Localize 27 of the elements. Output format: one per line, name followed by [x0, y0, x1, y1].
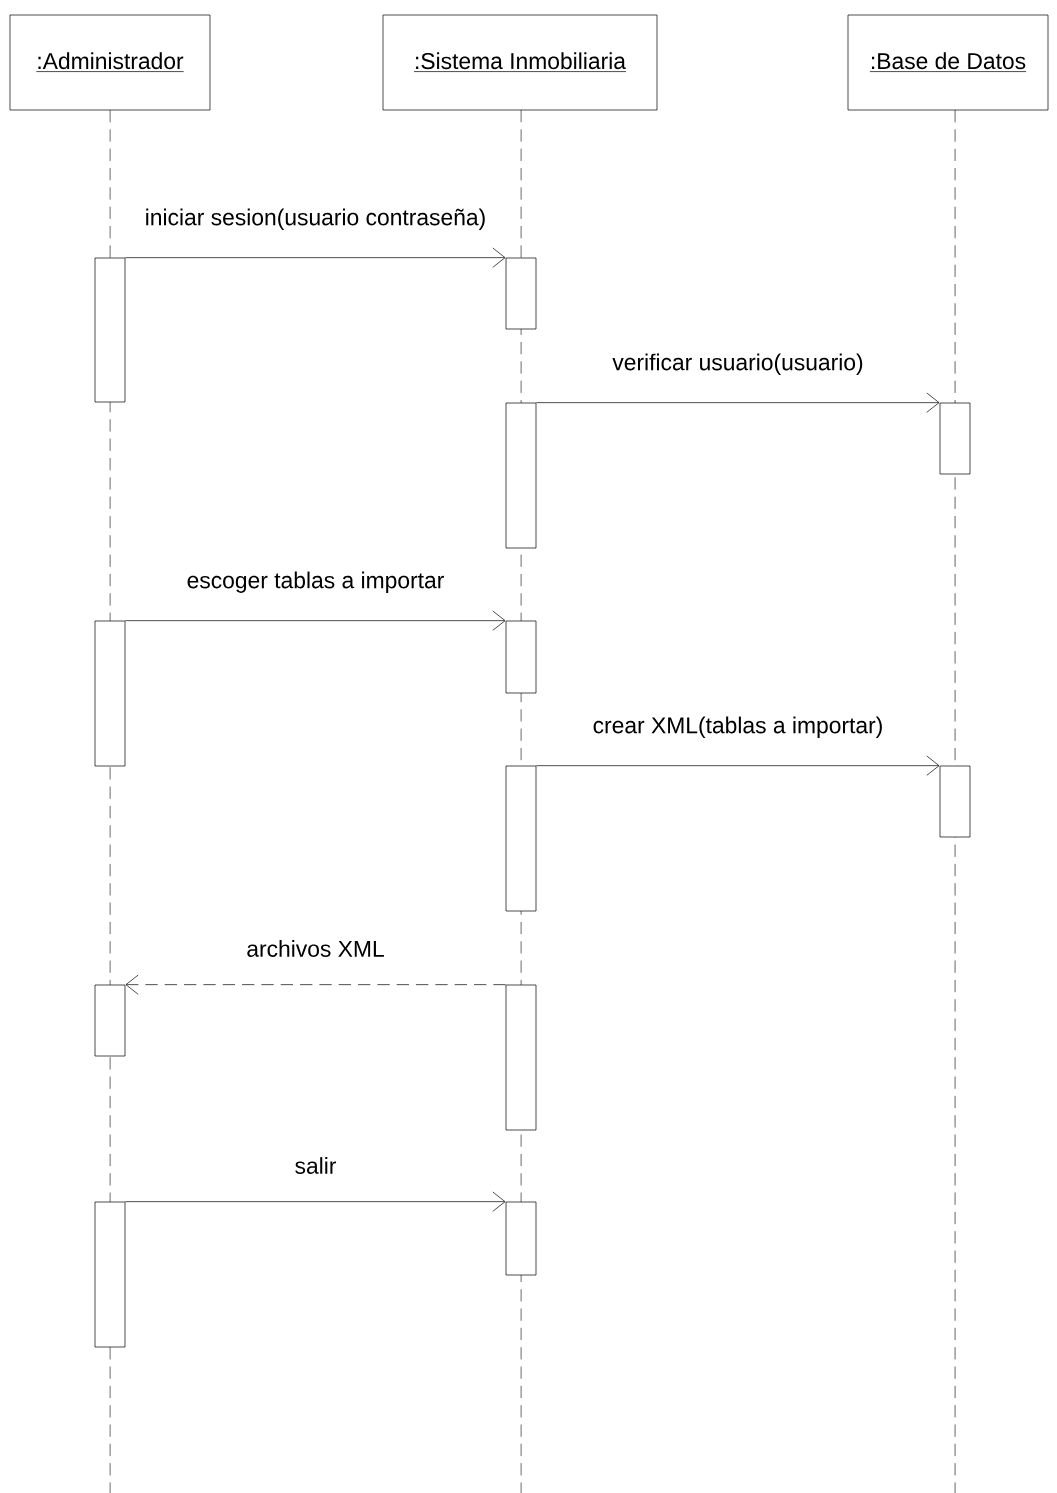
- lifeline-header: :Administrador: [9, 14, 211, 111]
- message-label: iniciar sesion(usuario contraseña): [142, 206, 489, 232]
- activation-bar: [505, 984, 537, 1131]
- message-label: verificar usuario(usuario): [610, 351, 866, 377]
- message-arrow: [125, 247, 506, 268]
- message-label: archivos XML: [244, 938, 387, 959]
- message-label: salir: [292, 1155, 339, 1176]
- activation-bar: [94, 1201, 126, 1348]
- message-arrow: [125, 610, 506, 631]
- message-arrow: [536, 392, 940, 413]
- activation-bar: [505, 402, 537, 549]
- activation-bar: [94, 984, 126, 1057]
- activation-bar: [939, 402, 971, 475]
- lifeline-header: :Sistema Inmobiliaria: [382, 14, 658, 111]
- activation-bar: [94, 620, 126, 767]
- activation-bar: [939, 765, 971, 838]
- activation-bar: [94, 257, 126, 403]
- lifeline-header: :Base de Datos: [847, 14, 1049, 111]
- activation-bar: [505, 620, 537, 694]
- message-arrow: [125, 1191, 506, 1212]
- message-label: escoger tablas a importar: [184, 569, 447, 595]
- message-arrow: [536, 755, 940, 776]
- activation-bar: [505, 1201, 537, 1276]
- activation-bar: [505, 765, 537, 912]
- message-label: crear XML(tablas a importar): [590, 714, 886, 740]
- message-arrow: [125, 974, 506, 995]
- activation-bar: [505, 257, 537, 330]
